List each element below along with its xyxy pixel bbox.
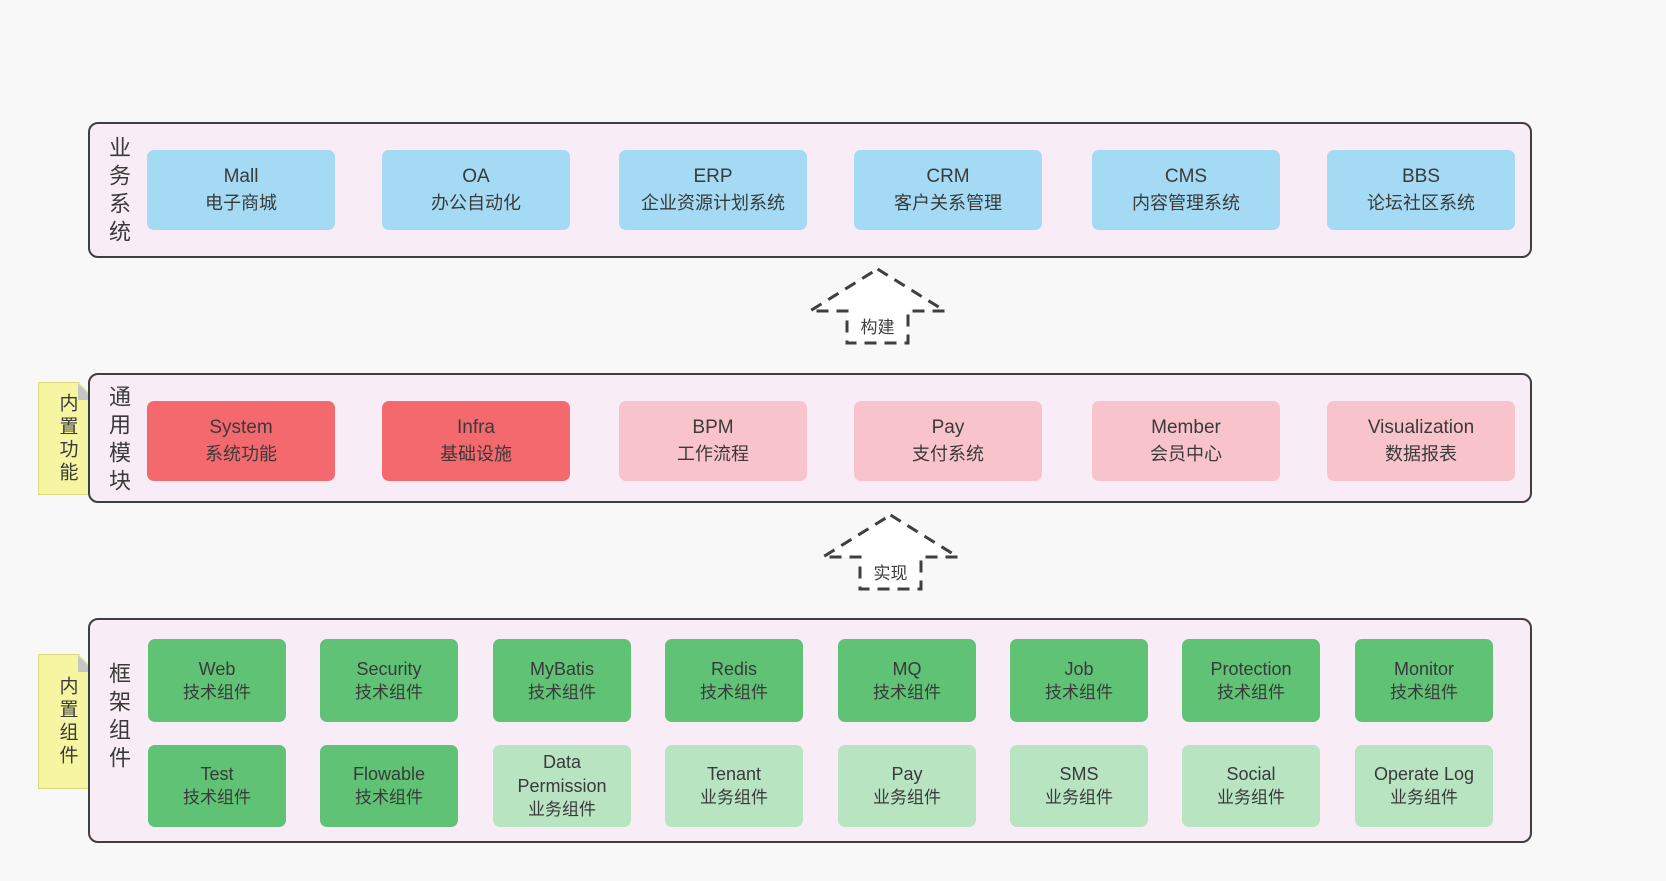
box-subtitle: 支付系统: [912, 444, 984, 464]
box-name: MyBatis: [529, 658, 594, 679]
box-crm: CRM 客户关系管理: [854, 150, 1042, 230]
box-subtitle: 内容管理系统: [1132, 193, 1240, 213]
box-subtitle: 论坛社区系统: [1367, 193, 1475, 213]
box-name: Data Permission: [517, 752, 607, 796]
box-name: Visualization: [1367, 417, 1475, 438]
arrow-label: 构建: [860, 318, 895, 337]
arrow-implement: 实现: [818, 512, 963, 592]
box-erp: ERP 企业资源计划系统: [619, 150, 807, 230]
up-arrow-shape: [818, 513, 963, 591]
box-pay-module: Pay 支付系统: [854, 401, 1042, 481]
box-subtitle: 会员中心: [1150, 444, 1222, 464]
box-subtitle: 技术组件: [1390, 682, 1458, 702]
box-name: Redis: [710, 658, 758, 679]
box-subtitle: 技术组件: [1217, 682, 1285, 702]
box-name: Flowable: [352, 764, 426, 784]
box-subtitle: 业务组件: [528, 800, 596, 819]
box-redis-component: Redis 技术组件: [665, 639, 803, 722]
box-subtitle: 技术组件: [183, 788, 251, 807]
box-name: System: [209, 417, 273, 438]
box-oa: OA 办公自动化: [382, 150, 570, 230]
band-label: 业务系统: [106, 136, 131, 248]
box-subtitle: 技术组件: [355, 682, 423, 702]
box-subtitle: 业务组件: [1390, 788, 1458, 807]
box-monitor-component: Monitor 技术组件: [1355, 639, 1493, 722]
box-subtitle: 工作流程: [677, 444, 749, 464]
box-security-component: Security 技术组件: [320, 639, 458, 722]
box-name: Monitor: [1393, 658, 1455, 679]
box-subtitle: 技术组件: [528, 682, 596, 702]
box-data-permission-component: Data Permission 业务组件: [493, 745, 631, 827]
box-operate-log-component: Operate Log 业务组件: [1355, 745, 1493, 827]
box-name: Pay: [891, 764, 923, 784]
box-name: SMS: [1059, 764, 1099, 784]
box-subtitle: 技术组件: [700, 682, 768, 702]
box-name: BPM: [692, 417, 734, 438]
box-name: CMS: [1164, 166, 1208, 187]
box-subtitle: 技术组件: [1045, 682, 1113, 702]
box-subtitle: 技术组件: [873, 682, 941, 702]
box-subtitle: 技术组件: [355, 788, 423, 807]
box-name: Tenant: [706, 764, 762, 784]
note-label: 内置组件: [56, 675, 78, 768]
box-name: BBS: [1401, 166, 1441, 187]
box-subtitle: 基础设施: [440, 444, 512, 464]
box-protection-component: Protection 技术组件: [1182, 639, 1320, 722]
box-name: CRM: [926, 166, 970, 187]
box-social-component: Social 业务组件: [1182, 745, 1320, 827]
box-subtitle: 业务组件: [700, 788, 768, 807]
up-arrow-shape: [805, 267, 950, 345]
box-name: Web: [198, 658, 236, 679]
box-name: Job: [1064, 658, 1094, 679]
box-name: Operate Log: [1373, 764, 1475, 784]
box-flowable-component: Flowable 技术组件: [320, 745, 458, 827]
box-name: Pay: [931, 417, 965, 438]
box-name: Security: [356, 658, 422, 679]
arrow-build: 构建: [805, 266, 950, 346]
box-mq-component: MQ 技术组件: [838, 639, 976, 722]
box-subtitle: 技术组件: [183, 682, 251, 702]
box-member: Member 会员中心: [1092, 401, 1280, 481]
box-subtitle: 业务组件: [873, 788, 941, 807]
box-mall: Mall 电子商城: [147, 150, 335, 230]
box-subtitle: 业务组件: [1217, 788, 1285, 807]
box-name: Protection: [1210, 658, 1292, 679]
box-name: Member: [1151, 417, 1221, 438]
box-name: ERP: [693, 166, 733, 187]
box-subtitle: 系统功能: [205, 444, 277, 464]
band-label: 框架组件: [106, 662, 131, 774]
box-bpm: BPM 工作流程: [619, 401, 807, 481]
box-name: Mall: [223, 166, 259, 187]
arrow-label: 实现: [873, 564, 908, 583]
band-common-modules: 通用模块 System 系统功能 Infra 基础设施 BPM 工作流程 Pay…: [88, 373, 1532, 503]
box-name: Test: [200, 764, 234, 784]
box-job-component: Job 技术组件: [1010, 639, 1148, 722]
box-cms: CMS 内容管理系统: [1092, 150, 1280, 230]
box-subtitle: 客户关系管理: [894, 193, 1002, 213]
box-tenant-component: Tenant 业务组件: [665, 745, 803, 827]
box-web-component: Web 技术组件: [148, 639, 286, 722]
box-subtitle: 办公自动化: [431, 193, 521, 213]
box-subtitle: 电子商城: [205, 193, 277, 213]
band-framework-components: 框架组件 Web 技术组件 Security 技术组件 MyBatis 技术组件…: [88, 618, 1532, 843]
band-label: 通用模块: [106, 385, 131, 497]
box-sms-component: SMS 业务组件: [1010, 745, 1148, 827]
box-system: System 系统功能: [147, 401, 335, 481]
box-name: OA: [462, 166, 490, 187]
box-subtitle: 数据报表: [1385, 444, 1457, 464]
box-name: Infra: [456, 417, 496, 438]
box-infra: Infra 基础设施: [382, 401, 570, 481]
box-visualization: Visualization 数据报表: [1327, 401, 1515, 481]
box-name: Social: [1226, 764, 1276, 784]
band-business-systems: 业务系统 Mall 电子商城 OA 办公自动化 ERP 企业资源计划系统 CRM…: [88, 122, 1532, 258]
box-subtitle: 业务组件: [1045, 788, 1113, 807]
box-subtitle: 企业资源计划系统: [641, 193, 785, 213]
box-pay-component: Pay 业务组件: [838, 745, 976, 827]
box-bbs: BBS 论坛社区系统: [1327, 150, 1515, 230]
box-mybatis-component: MyBatis 技术组件: [493, 639, 631, 722]
box-name: MQ: [892, 658, 922, 679]
note-label: 内置功能: [56, 392, 78, 485]
box-test-component: Test 技术组件: [148, 745, 286, 827]
